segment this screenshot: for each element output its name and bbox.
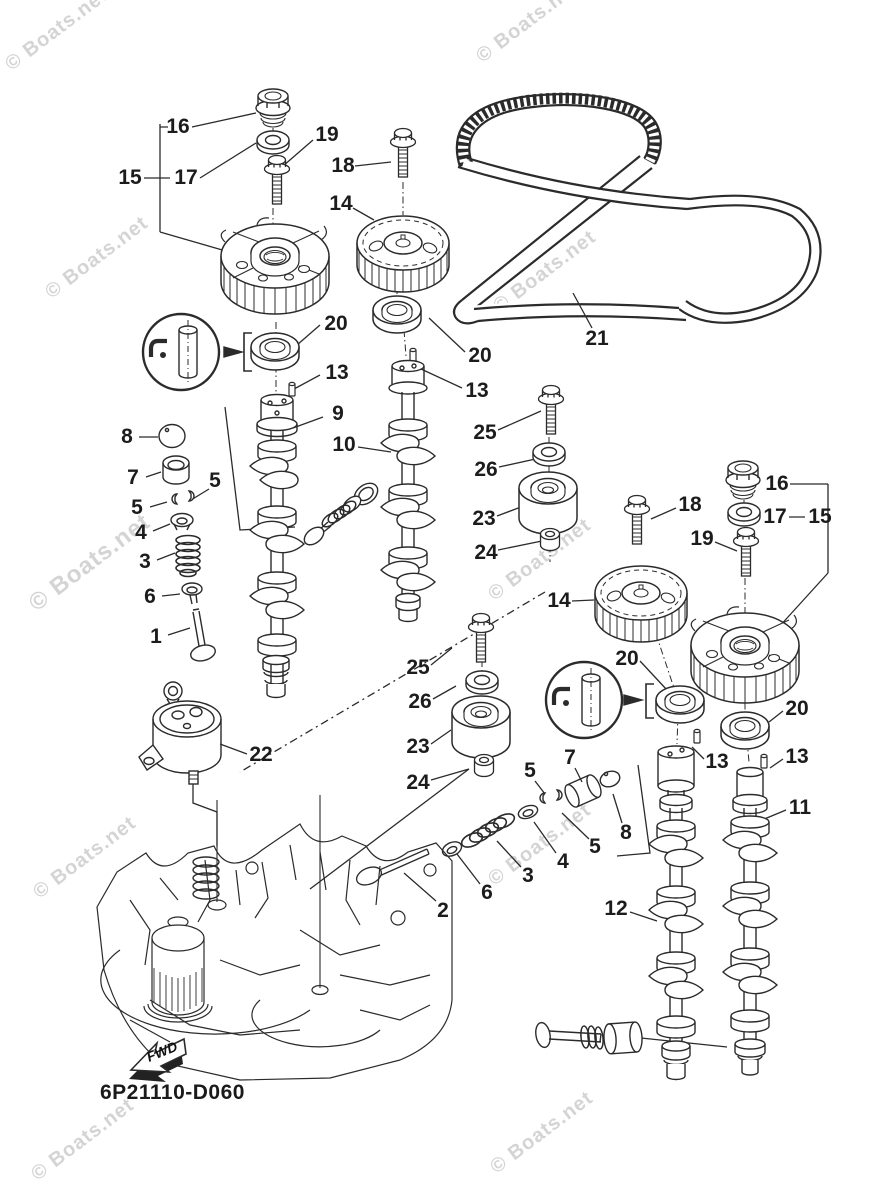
timing-belt-drawing xyxy=(452,92,822,325)
idler-pulley-center-set xyxy=(451,612,511,778)
valve-lifter-detail xyxy=(303,482,379,546)
vvt-sprocket-15 xyxy=(220,217,330,315)
camshaft-11 xyxy=(722,753,778,1076)
valve-2 xyxy=(353,848,430,890)
dowel-detail-inset xyxy=(143,314,219,390)
part-code: 6P21110-D060 xyxy=(100,1081,245,1104)
idler-pulley-top-set xyxy=(518,384,578,552)
valve-assembly-horizontal xyxy=(535,1021,643,1055)
plug-bolt-16 xyxy=(255,88,291,128)
camshaft-12 xyxy=(648,728,704,1081)
camshaft-10 xyxy=(380,347,436,623)
fwd-arrow: FWD xyxy=(129,1037,187,1082)
flange-bolt-18 xyxy=(389,127,417,178)
camshaft-9 xyxy=(249,381,305,699)
cam-sprocket-right-assembly xyxy=(546,460,800,750)
cam-sprocket-left-assembly xyxy=(143,88,330,390)
valve-parts-bottom xyxy=(353,770,621,890)
valve-parts-left xyxy=(158,423,216,662)
oil-seal-20 xyxy=(372,295,422,334)
tensioner-22 xyxy=(138,681,222,785)
washer-17 xyxy=(256,130,290,155)
flange-bolt-19 xyxy=(263,154,291,205)
engine-block-drawing xyxy=(96,823,453,1081)
oil-seal-20 xyxy=(250,332,300,371)
center-lines xyxy=(272,128,750,763)
timing-gear-top-assembly xyxy=(356,127,450,334)
timing-gear-14 xyxy=(356,215,450,293)
leader-lines xyxy=(139,112,829,1048)
